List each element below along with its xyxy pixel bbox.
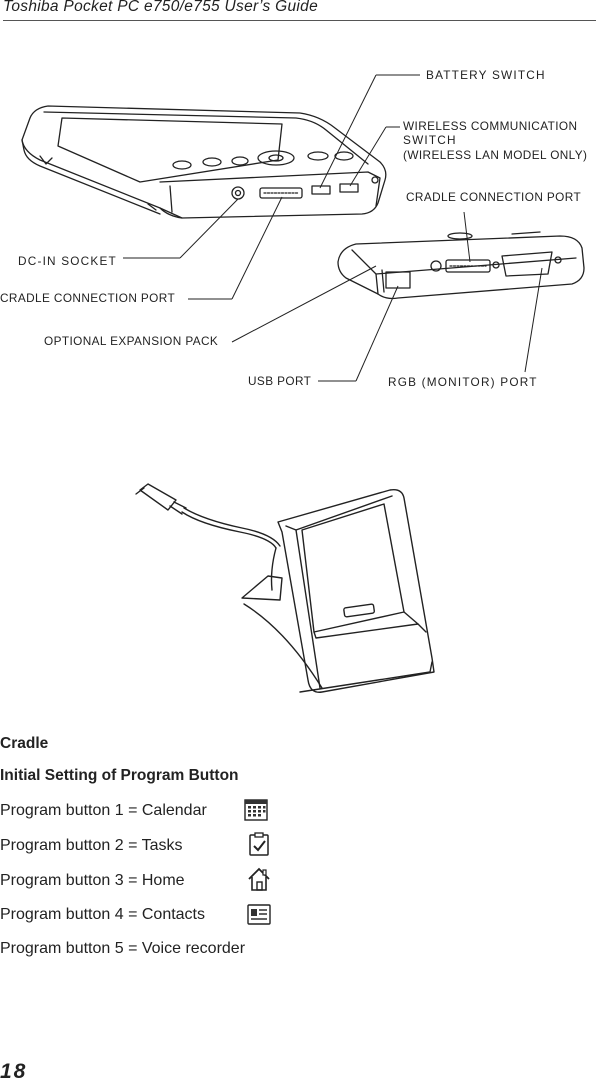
pocket-pc-device-illustration: [21, 74, 585, 382]
cradle-caption: Cradle: [0, 735, 49, 752]
program-button-1-text: Program button 1 = Calendar: [0, 802, 207, 819]
page-number: 18: [0, 1060, 28, 1083]
cradle-port-label-left: CRADLE CONNECTION PORT: [0, 291, 176, 305]
usb-port-label: USB PORT: [248, 374, 312, 388]
wireless-switch-label-line3: (WIRELESS LAN MODEL ONLY): [403, 148, 588, 162]
rgb-port-label: RGB (MONITOR) PORT: [388, 375, 538, 389]
wireless-switch-label-line2: SWITCH: [403, 133, 457, 147]
cradle-port-label-right: CRADLE CONNECTION PORT: [406, 190, 582, 204]
expansion-pack-label: OPTIONAL EXPANSION PACK: [44, 334, 219, 348]
page-header: Toshiba Pocket PC e750/e755 User’s Guide: [3, 0, 596, 21]
dc-in-socket-label: DC-IN SOCKET: [18, 254, 117, 268]
program-button-3-text: Program button 3 = Home: [0, 872, 185, 889]
program-button-4-text: Program button 4 = Contacts: [0, 906, 205, 923]
home-icon: [248, 867, 270, 891]
cradle-illustration: [135, 483, 435, 693]
tasks-icon: [249, 832, 269, 856]
program-button-2-text: Program button 2 = Tasks: [0, 837, 183, 854]
header-title: Toshiba Pocket PC e750/e755 User’s Guide: [3, 0, 319, 15]
battery-switch-label: BATTERY SWITCH: [426, 68, 546, 82]
contacts-icon: [247, 904, 271, 925]
program-button-heading: Initial Setting of Program Button: [0, 767, 239, 784]
program-button-5-text: Program button 5 = Voice recorder: [0, 940, 246, 957]
wireless-switch-label-line1: WIRELESS COMMUNICATION: [403, 119, 578, 133]
calendar-icon: [244, 799, 268, 821]
